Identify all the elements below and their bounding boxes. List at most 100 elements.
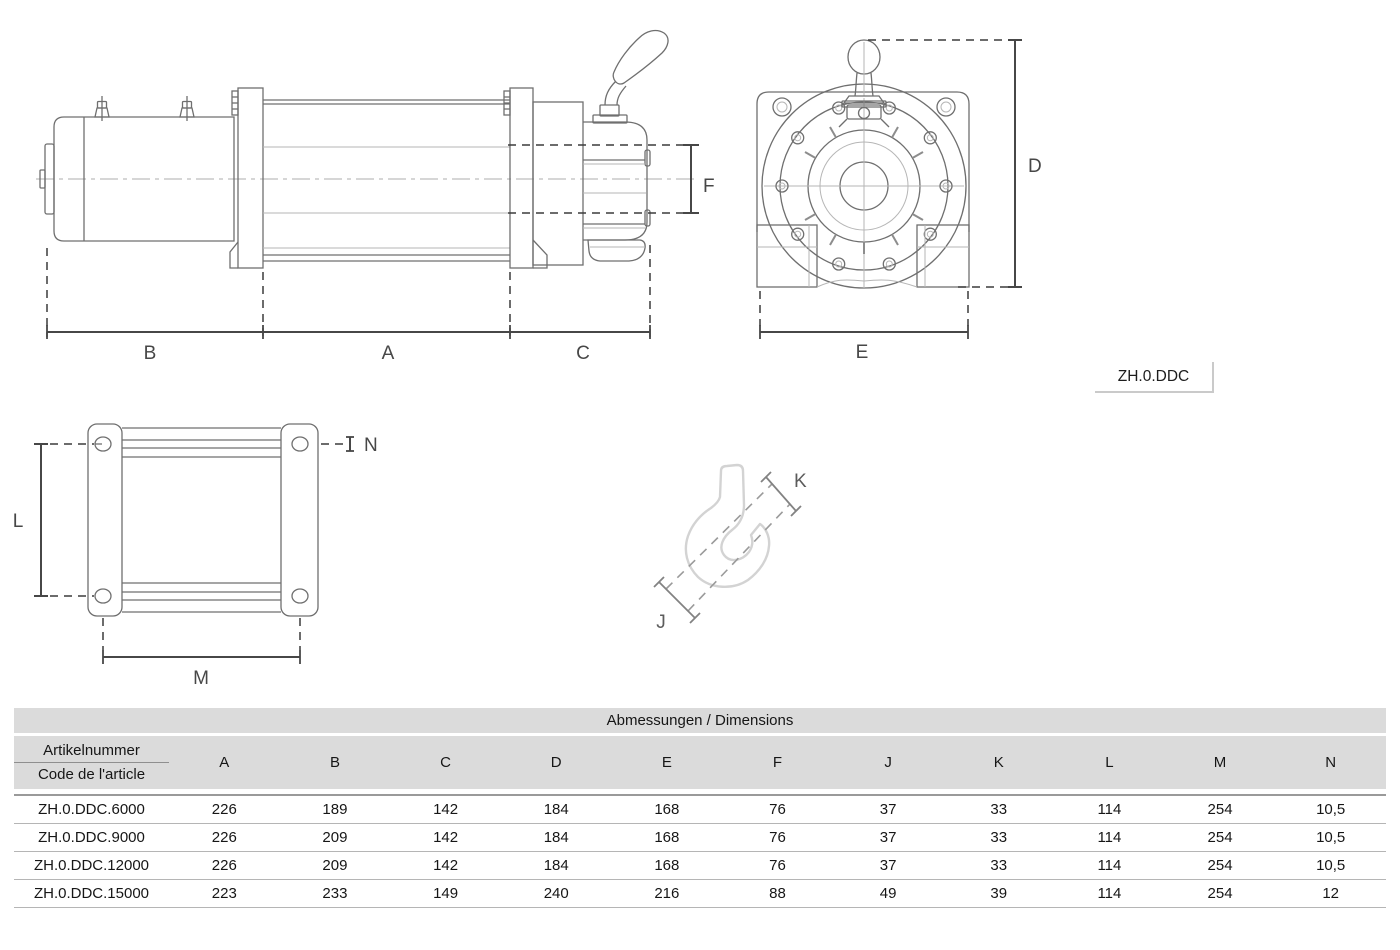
cell-n: 10,5 xyxy=(1316,857,1346,874)
cell-d: 184 xyxy=(543,829,569,846)
cell-a: 226 xyxy=(211,829,237,846)
column-header-d: D xyxy=(550,754,562,771)
dim-label-k: K xyxy=(794,471,807,492)
bolt xyxy=(923,227,937,241)
radial-ribs xyxy=(804,126,924,254)
clutch-lever xyxy=(592,29,669,124)
dim-label-n: N xyxy=(364,435,378,456)
dimension-l: L xyxy=(13,443,94,597)
bolt xyxy=(882,101,896,115)
column-header-e: E xyxy=(661,754,672,771)
dim-label-c: C xyxy=(576,343,590,364)
dimension-e: E xyxy=(759,291,969,363)
table-header-gap xyxy=(14,789,1386,794)
product-code-label: ZH.0.DDC xyxy=(1117,367,1190,385)
cell-d: 240 xyxy=(543,885,569,902)
bolt xyxy=(882,257,896,271)
dim-label-d: D xyxy=(1028,156,1042,177)
terminal-bolt xyxy=(94,96,110,121)
cell-k: 33 xyxy=(990,829,1008,846)
dim-label-b: B xyxy=(144,343,157,364)
terminal-bolt xyxy=(179,96,195,121)
cell-c: 142 xyxy=(433,801,459,818)
technical-drawing: F B A C xyxy=(13,29,1042,689)
table-header-rule xyxy=(14,794,1386,796)
bolt xyxy=(832,257,846,271)
cell-j: 37 xyxy=(879,829,897,846)
cell-n: 12 xyxy=(1322,885,1340,902)
product-code-tag: ZH.0.DDC xyxy=(1095,362,1214,393)
cell-l: 114 xyxy=(1097,885,1122,902)
bolt xyxy=(939,179,953,193)
cell-k: 33 xyxy=(990,857,1008,874)
bolt-ring xyxy=(775,101,953,271)
column-header-a: A xyxy=(219,754,230,771)
bolt xyxy=(832,101,846,115)
column-header-b: B xyxy=(329,754,340,771)
right-bracket xyxy=(503,87,548,269)
dim-label-a: A xyxy=(382,343,395,364)
cell-j: 49 xyxy=(879,885,897,902)
cell-k: 39 xyxy=(990,885,1008,902)
row-code: ZH.0.DDC.12000 xyxy=(33,857,150,874)
cell-d: 184 xyxy=(543,857,569,874)
mounting-feet xyxy=(756,224,970,288)
cell-a: 226 xyxy=(211,801,237,818)
cell-a: 226 xyxy=(211,857,237,874)
gearbox xyxy=(532,101,584,266)
header-divider-line xyxy=(14,762,169,763)
dimension-f: F xyxy=(508,144,715,214)
drum xyxy=(263,99,510,262)
mount-holes xyxy=(94,436,309,604)
dimension-k: K xyxy=(760,471,807,517)
dim-label-m: M xyxy=(193,668,209,689)
row-code: ZH.0.DDC.9000 xyxy=(38,829,145,846)
row-code: ZH.0.DDC.6000 xyxy=(38,801,145,818)
cell-e: 216 xyxy=(654,885,680,902)
table-row: ZH.0.DDC.9000 226 209 142 184 168 76 37 … xyxy=(14,824,1386,852)
cell-f: 76 xyxy=(769,801,786,818)
side-view: F B A C xyxy=(36,29,715,364)
table-header-row: Artikelnummer Code de l'article A B C D … xyxy=(14,736,1386,789)
clutch-housing xyxy=(583,121,651,262)
cell-m: 254 xyxy=(1207,801,1233,818)
cell-e: 168 xyxy=(654,857,680,874)
cell-a: 223 xyxy=(211,885,237,902)
hook-extension-line xyxy=(665,483,773,590)
front-housing xyxy=(756,83,970,289)
dim-label-f: F xyxy=(703,176,715,197)
cell-e: 168 xyxy=(654,801,680,818)
cell-e: 168 xyxy=(654,829,680,846)
table-row: ZH.0.DDC.6000 226 189 142 184 168 76 37 … xyxy=(14,796,1386,824)
dim-label-l: L xyxy=(13,511,24,532)
bolt xyxy=(791,131,805,145)
row-code: ZH.0.DDC.15000 xyxy=(33,885,150,902)
dimensions-table: Abmessungen / Dimensions Artikelnummer C… xyxy=(14,708,1386,908)
column-header-c: C xyxy=(440,754,451,771)
cell-m: 254 xyxy=(1207,857,1233,874)
motor xyxy=(39,116,235,242)
bolt xyxy=(775,179,789,193)
cell-m: 254 xyxy=(1207,829,1233,846)
cell-j: 37 xyxy=(879,801,897,818)
cell-b: 233 xyxy=(322,885,348,902)
cell-c: 142 xyxy=(433,857,459,874)
cell-l: 114 xyxy=(1097,801,1122,818)
rails xyxy=(122,427,281,613)
column-header-l: L xyxy=(1105,754,1114,771)
front-view: D E xyxy=(756,39,1042,363)
front-lever-knob xyxy=(838,39,890,128)
column-header-n: N xyxy=(1325,754,1337,771)
cell-b: 209 xyxy=(322,857,348,874)
cell-j: 37 xyxy=(879,857,897,874)
cell-n: 10,5 xyxy=(1316,801,1346,818)
cell-l: 114 xyxy=(1097,857,1122,874)
cell-b: 189 xyxy=(322,801,348,818)
table-title: Abmessungen / Dimensions xyxy=(14,708,1386,733)
header-artikelnummer: Artikelnummer xyxy=(43,742,140,759)
table-id-column-header: Artikelnummer Code de l'article xyxy=(14,736,169,789)
hook-outline xyxy=(684,463,771,588)
cell-l: 114 xyxy=(1097,829,1122,846)
dimension-bac: B A C xyxy=(46,245,651,364)
